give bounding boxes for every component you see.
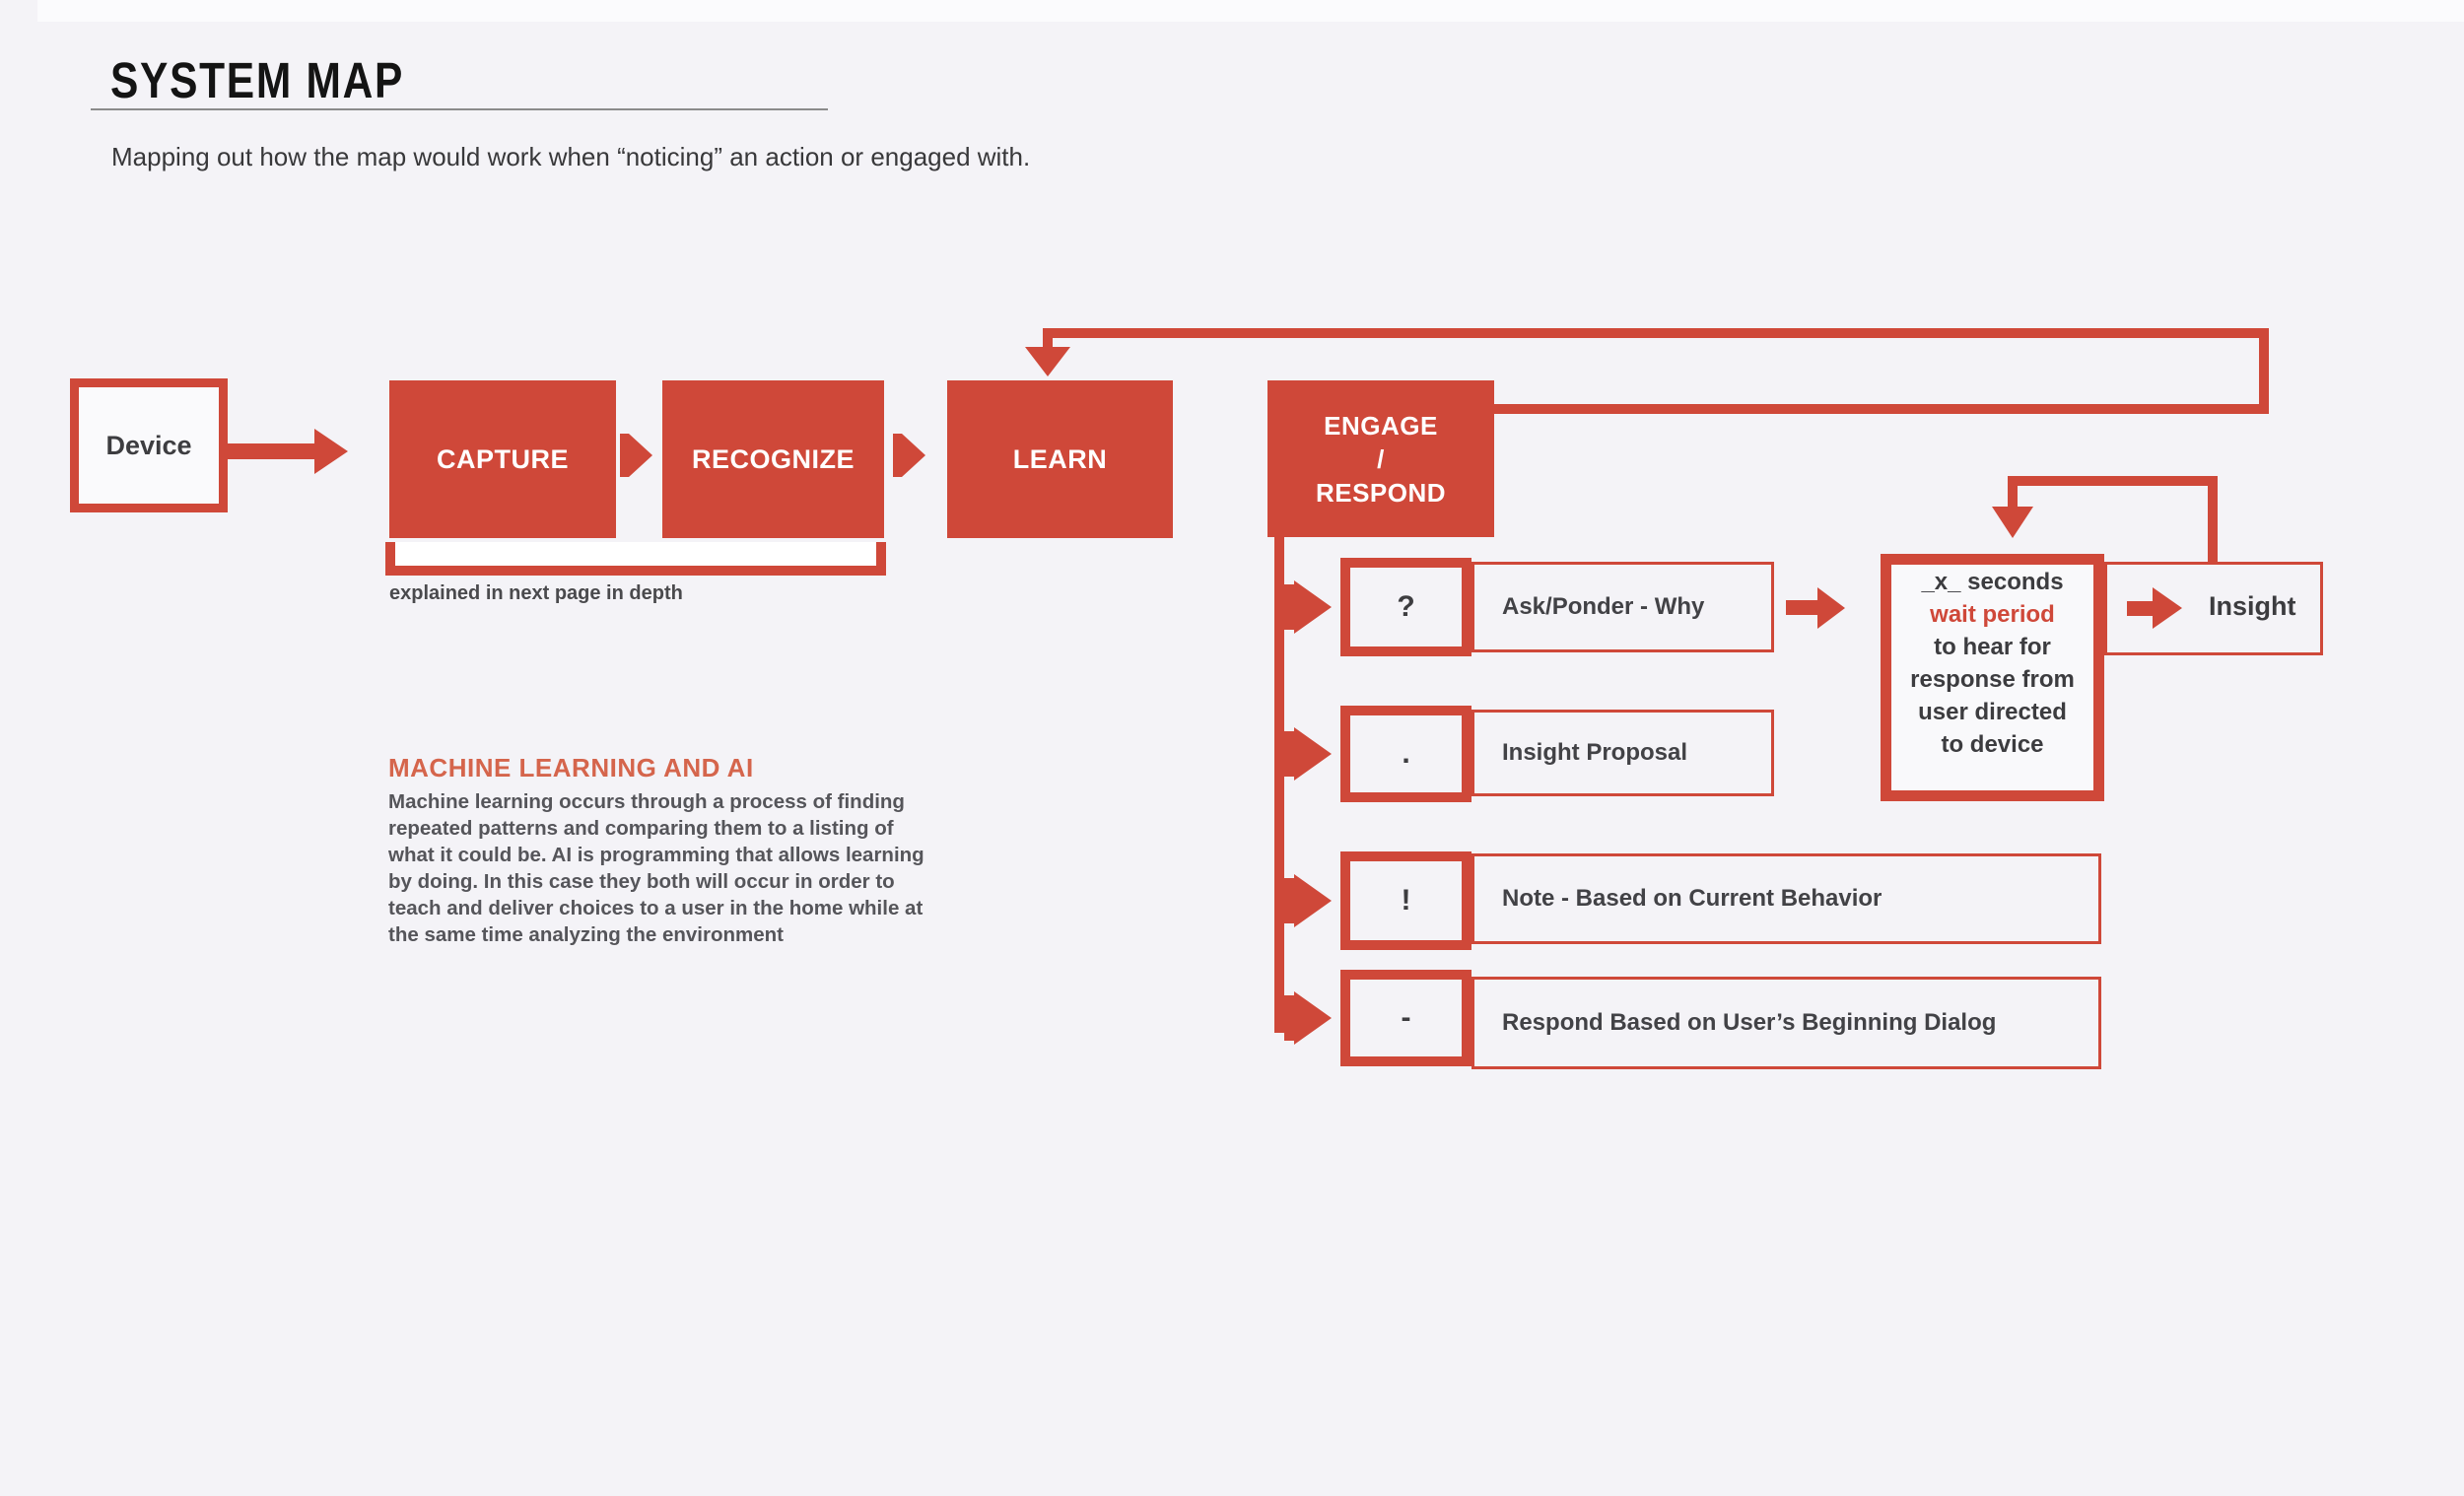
arrow-into-insight-shaft: [2127, 601, 2153, 616]
arrow-into-insight-head-icon: [2153, 587, 2182, 629]
wait-line-period: wait period: [1930, 601, 2055, 628]
label-ask-ponder: Ask/Ponder - Why: [1502, 593, 1705, 620]
symbol-box-dash: -: [1340, 970, 1472, 1066]
arrow-capture-recognize-head-icon: [629, 434, 652, 477]
insight-box: Insight: [2104, 562, 2323, 655]
arrow-recognize-learn-head-icon: [902, 434, 925, 477]
wait-loop-top-line: [2008, 476, 2218, 486]
wait-box-text: _x_ seconds wait period to hear for resp…: [1891, 566, 2093, 761]
wait-line-seconds: _x_ seconds: [1921, 569, 2064, 595]
device-box: Device: [70, 378, 228, 512]
symbol-box-question: ?: [1340, 558, 1472, 656]
wait-loop-arrowhead-icon: [1992, 507, 2033, 538]
page-title: SYSTEM MAP: [110, 52, 405, 109]
loop-engage-learn-bottom-line: [1494, 404, 2269, 414]
engage-respond-label: ENGAGE / RESPOND: [1315, 410, 1447, 508]
stage-learn-label: LEARN: [1012, 443, 1108, 474]
branch-arrow-4-head-icon: [1294, 991, 1332, 1045]
label-box-note-behavior: Note - Based on Current Behavior: [1472, 853, 2101, 944]
bracket-capture-recognize: [385, 542, 886, 576]
branch-arrow-3-bar: [1284, 878, 1294, 923]
symbol-box-dot: .: [1340, 706, 1472, 802]
branch-arrow-4-bar: [1284, 995, 1294, 1041]
stage-box-capture: CAPTURE: [389, 380, 616, 538]
loop-engage-learn-stem: [1043, 338, 1053, 347]
loop-engage-learn-top-line: [1043, 328, 2269, 338]
loop-engage-learn-arrowhead-icon: [1025, 347, 1070, 376]
insight-label: Insight: [2209, 591, 2296, 621]
ml-body-text: Machine learning occurs through a proces…: [388, 790, 924, 946]
symbol-box-exclaim: !: [1340, 851, 1472, 950]
symbol-question-label: ?: [1397, 590, 1415, 623]
loop-engage-learn-right-line: [2259, 328, 2269, 414]
device-label: Device: [105, 430, 192, 460]
page-top-strip: [37, 0, 2464, 22]
arrow-device-capture-head-icon: [314, 429, 348, 474]
wait-period-box: [1881, 554, 2104, 801]
page-subtitle: Mapping out how the map would work when …: [111, 142, 1031, 171]
title-underline: [91, 108, 828, 110]
wait-loop-left-line: [2008, 476, 2018, 509]
label-note-behavior: Note - Based on Current Behavior: [1502, 885, 1882, 912]
branch-arrow-2-bar: [1284, 731, 1294, 777]
arrow-to-wait-head-icon: [1817, 587, 1845, 629]
stage-recognize-label: RECOGNIZE: [691, 443, 855, 474]
wait-line-rest: to hear for response from user directed …: [1910, 634, 2075, 758]
wait-loop-right-line: [2208, 476, 2218, 565]
arrow-capture-recognize-bar: [620, 434, 629, 477]
branch-arrow-2-head-icon: [1294, 727, 1332, 781]
label-box-insight-proposal: Insight Proposal: [1472, 710, 1774, 796]
stage-box-learn: LEARN: [947, 380, 1173, 538]
ml-heading: MACHINE LEARNING AND AI: [388, 753, 754, 782]
symbol-exclaim-label: !: [1401, 884, 1411, 917]
label-insight-proposal: Insight Proposal: [1502, 739, 1688, 766]
arrow-recognize-learn-bar: [893, 434, 902, 477]
label-respond-dialog: Respond Based on User’s Beginning Dialog: [1502, 1009, 1997, 1036]
branch-arrow-1-bar: [1284, 584, 1294, 630]
branch-trunk-line: [1274, 537, 1284, 1033]
bracket-note: explained in next page in depth: [389, 582, 683, 604]
arrow-device-capture-shaft: [228, 443, 314, 459]
stage-capture-label: CAPTURE: [436, 443, 569, 474]
label-box-respond-dialog: Respond Based on User’s Beginning Dialog: [1472, 977, 2101, 1069]
label-box-ask-ponder: Ask/Ponder - Why: [1472, 562, 1774, 652]
engage-respond-box: ENGAGE / RESPOND: [1267, 380, 1494, 537]
stage-box-recognize: RECOGNIZE: [662, 380, 884, 538]
symbol-dash-label: -: [1401, 1001, 1411, 1034]
branch-arrow-1-head-icon: [1294, 580, 1332, 634]
symbol-dot-label: .: [1402, 737, 1410, 770]
arrow-to-wait-shaft: [1786, 600, 1817, 615]
branch-arrow-3-head-icon: [1294, 874, 1332, 927]
